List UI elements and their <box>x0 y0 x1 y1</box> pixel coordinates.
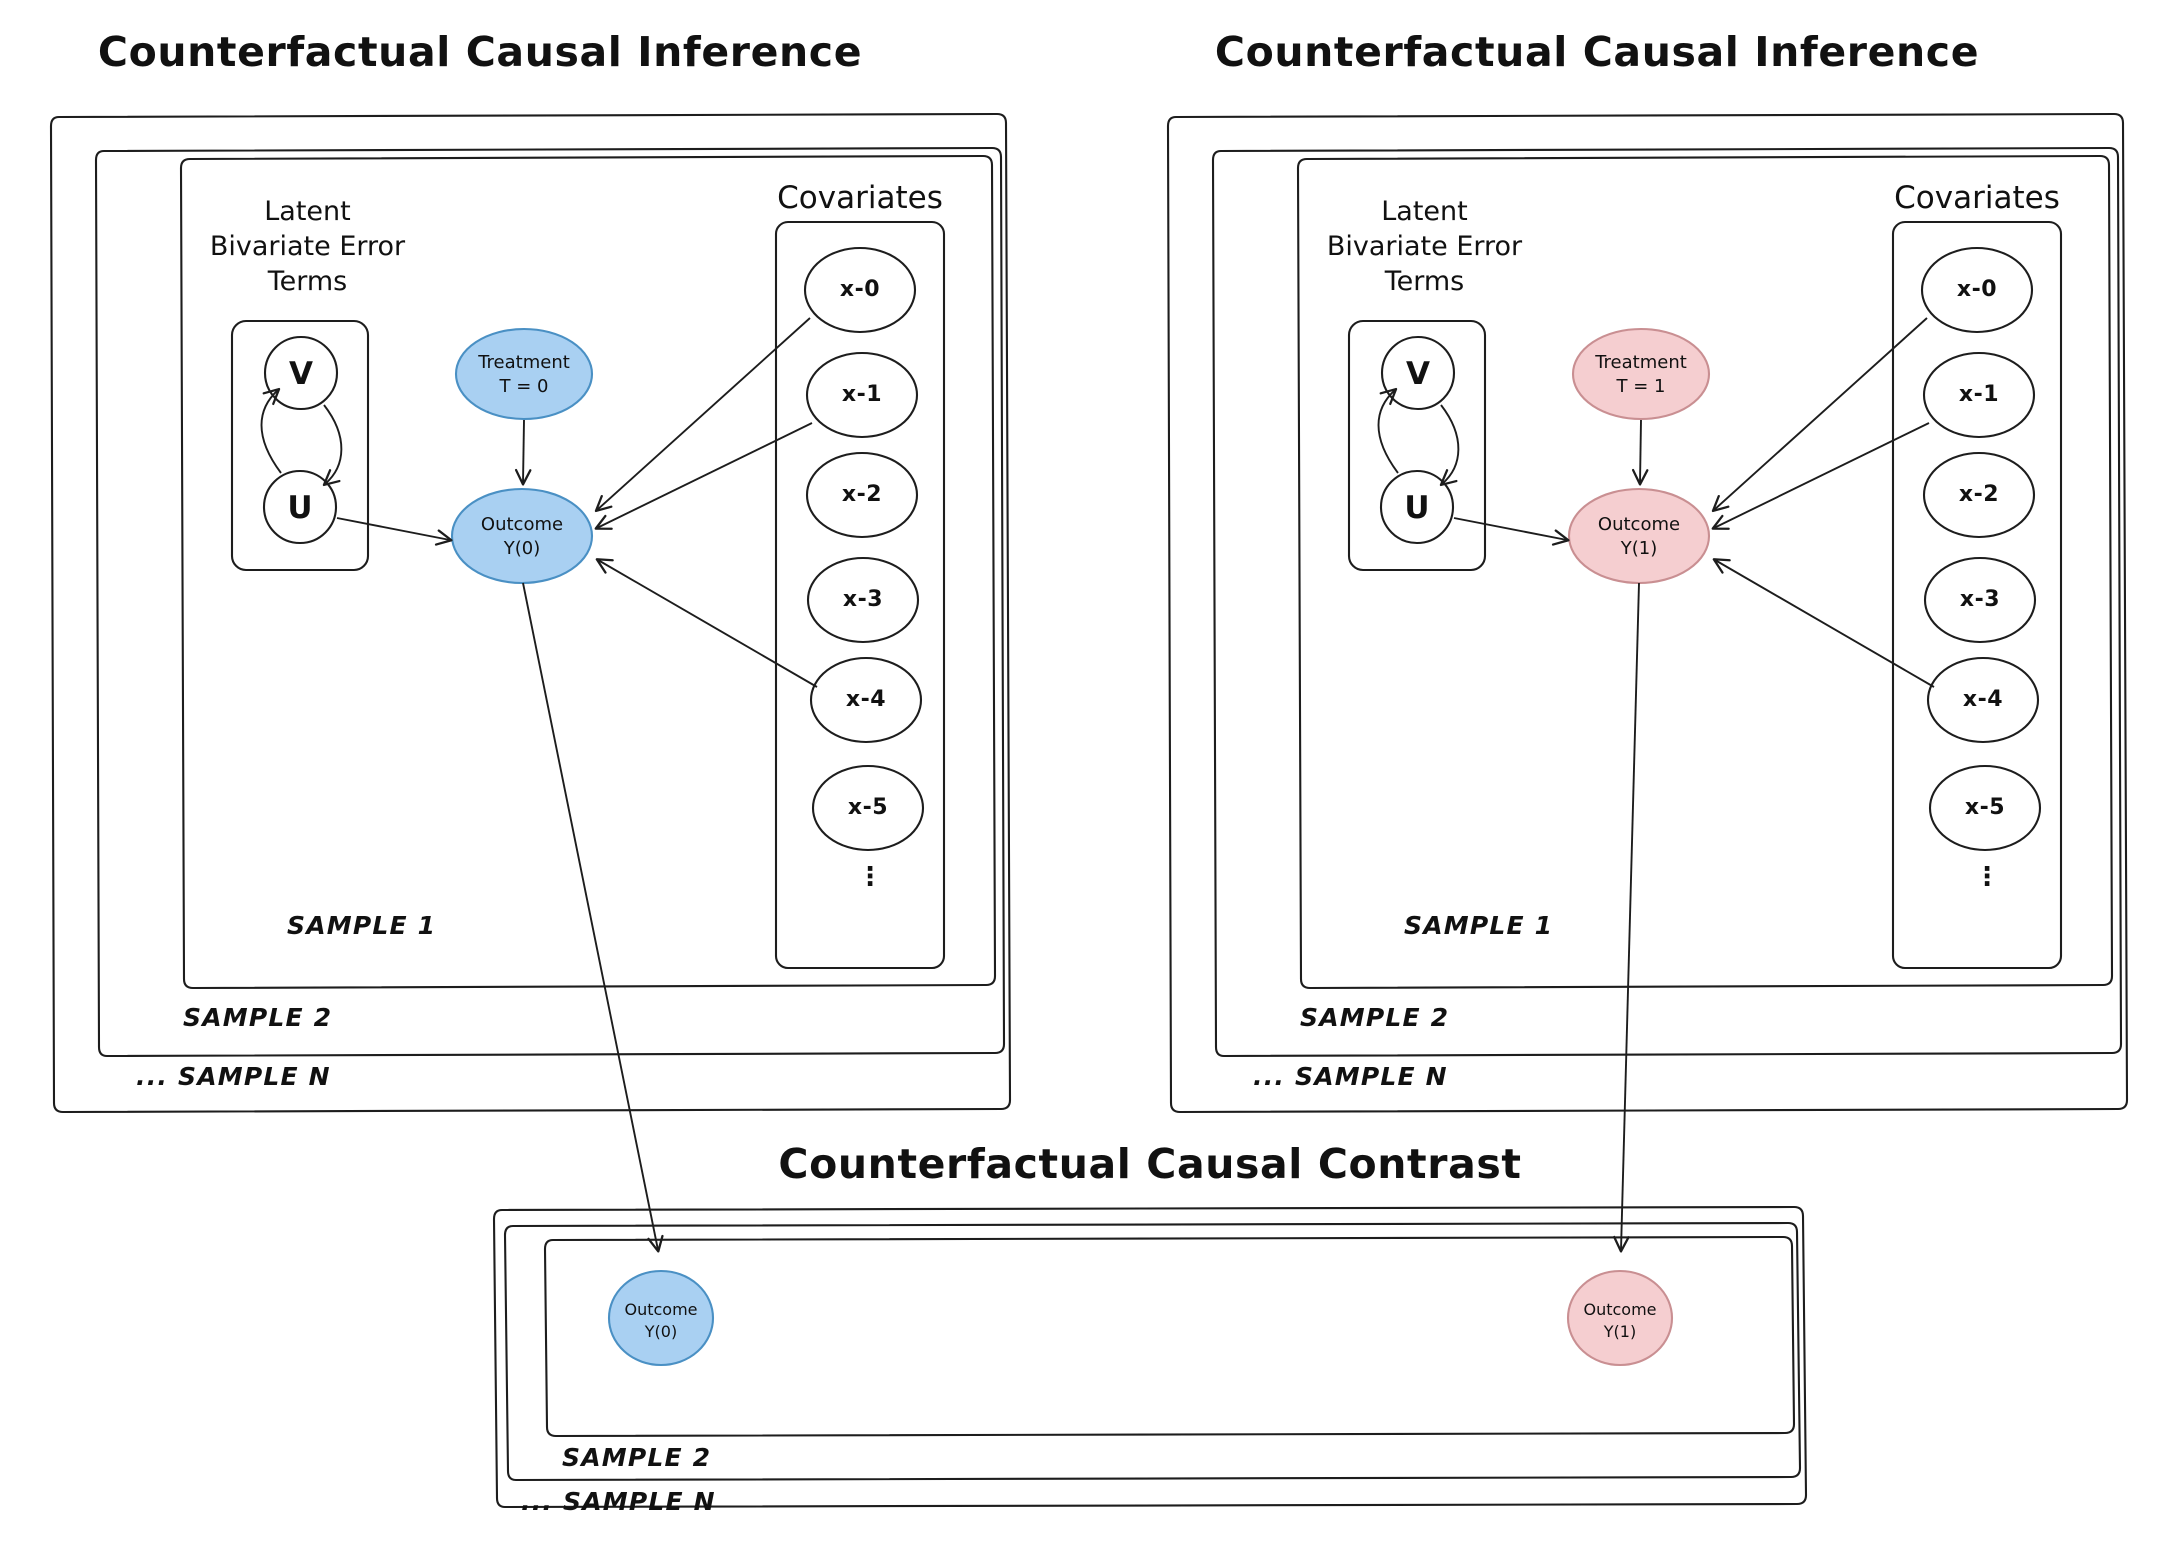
frame-sample-2-left <box>94 146 1006 1058</box>
left-frame-label-sample-n: ... SAMPLE N <box>136 1062 331 1091</box>
covariate-node-x-0-left <box>803 246 917 334</box>
edge-u-outcome-right <box>1453 517 1570 546</box>
left-frame-label-sample-2: SAMPLE 2 <box>183 1003 333 1032</box>
outcome-node-left <box>450 487 594 585</box>
covariate-node-x-0-right <box>1920 246 2034 334</box>
left-covariates-label: Covariates <box>777 180 943 216</box>
covariate-node-x-5-right <box>1928 764 2042 852</box>
latent-node-u-left <box>262 469 338 545</box>
right-frame-label-sample-2: SAMPLE 2 <box>1300 1003 1450 1032</box>
right-latent-group-label: Latent Bivariate Error Terms <box>1326 196 1523 298</box>
frame-sample-n-left <box>49 112 1012 1114</box>
latent-node-v-right <box>1380 335 1456 411</box>
treatment-node-left <box>454 327 594 421</box>
right-covariates-ellipsis: ⋮ <box>1974 862 2000 892</box>
latent-box-left <box>230 319 370 572</box>
latent-node-v-left <box>263 335 339 411</box>
latent-node-u-right <box>1379 469 1455 545</box>
left-latent-group-label: Latent Bivariate Error Terms <box>209 196 406 298</box>
edge-u-outcome-left <box>336 517 453 546</box>
right-frame-label-sample-n: ... SAMPLE N <box>1253 1062 1448 1091</box>
treatment-node-right <box>1571 327 1711 421</box>
covariate-node-x-4-left <box>809 656 923 744</box>
edge-outcome-contrast-right <box>1613 582 1640 1253</box>
covariate-node-x-2-left <box>805 451 919 539</box>
outcome-node-right <box>1567 487 1711 585</box>
frame-sample-n-right <box>1166 112 2129 1114</box>
covariate-node-x-1-left <box>805 351 919 439</box>
frame-inner-contrast <box>543 1235 1796 1438</box>
covariate-node-x-2-right <box>1922 451 2036 539</box>
edge-x1-outcome-right <box>1711 422 1930 530</box>
edge-x4-outcome-right <box>1712 558 1935 688</box>
frame-sample-2-right <box>1211 146 2123 1058</box>
edge-u-to-v-left <box>260 387 282 474</box>
contrast-panel-frames <box>492 1205 1808 1509</box>
right-panel-frames <box>1166 112 2129 1253</box>
left-covariates-ellipsis: ⋮ <box>857 862 883 892</box>
covariate-node-x-4-right <box>1926 656 2040 744</box>
edge-x0-outcome-left <box>594 317 811 513</box>
covariates-box-right <box>1891 220 2063 970</box>
edge-treatment-outcome-right <box>1631 419 1649 486</box>
covariate-node-x-3-right <box>1923 556 2037 644</box>
edge-u-to-v-right <box>1377 387 1399 474</box>
edge-treatment-outcome-left <box>514 419 532 486</box>
frame-sample-n-contrast <box>492 1205 1808 1509</box>
contrast-panel-title: Counterfactual Causal Contrast <box>778 1140 1522 1188</box>
right-covariates-label: Covariates <box>1894 180 2060 216</box>
frame-sample-1-right <box>1296 154 2114 990</box>
edge-outcome-contrast-left <box>522 582 664 1253</box>
contrast-outcome-treated-node <box>1566 1269 1674 1367</box>
covariate-node-x-1-right <box>1922 351 2036 439</box>
latent-box-right <box>1347 319 1487 572</box>
edge-v-to-u-left <box>322 404 343 487</box>
contrast-frame-label-sample-2: SAMPLE 2 <box>562 1443 712 1472</box>
left-panel-frames <box>49 112 1012 1253</box>
left-panel-title: Counterfactual Causal Inference <box>97 28 863 76</box>
edge-x1-outcome-left <box>594 422 813 530</box>
contrast-outcome-control-node <box>607 1269 715 1367</box>
covariate-node-x-3-left <box>806 556 920 644</box>
contrast-frame-label-sample-n: ... SAMPLE N <box>521 1487 716 1516</box>
covariate-node-x-5-left <box>811 764 925 852</box>
edge-x0-outcome-right <box>1711 317 1928 513</box>
frame-sample-2-contrast <box>503 1221 1802 1482</box>
edge-x4-outcome-left <box>595 558 818 688</box>
right-panel-title: Counterfactual Causal Inference <box>1214 28 1980 76</box>
right-frame-label-sample-1: SAMPLE 1 <box>1404 911 1554 940</box>
left-frame-label-sample-1: SAMPLE 1 <box>287 911 437 940</box>
edge-v-to-u-right <box>1439 404 1460 487</box>
frame-sample-1-left <box>179 154 997 990</box>
covariates-box-left <box>774 220 946 970</box>
